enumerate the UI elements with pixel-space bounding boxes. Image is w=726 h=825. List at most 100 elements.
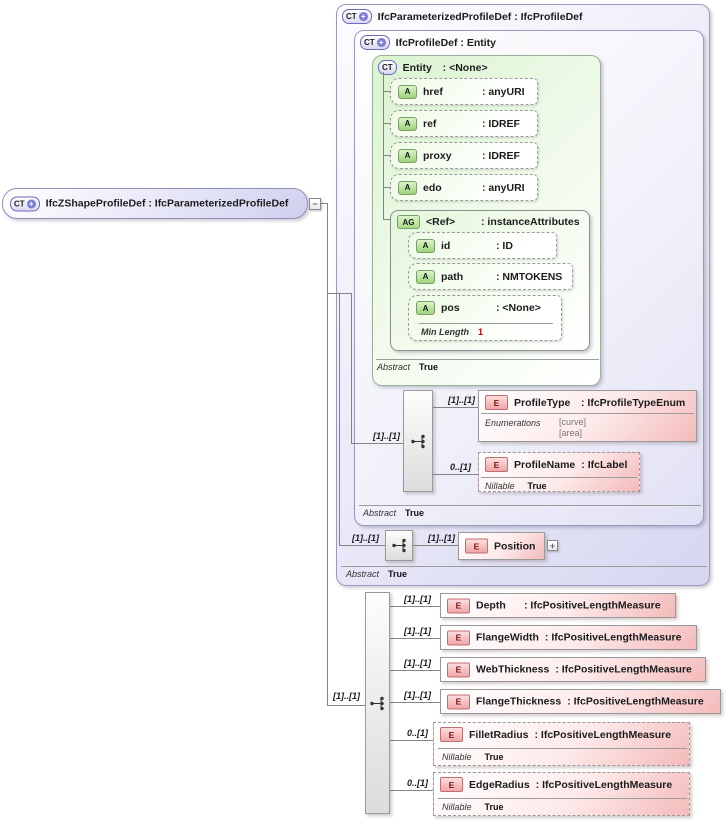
connector-line	[383, 219, 390, 220]
attribute-type: : IDREF	[482, 149, 520, 162]
box-header: CT Entity : <None>	[378, 60, 488, 75]
element-header: E EdgeRadius : IfcPositiveLengthMeasure	[440, 777, 672, 792]
connector-line	[321, 203, 328, 204]
abstract-facet: Abstract True	[346, 569, 408, 579]
element-header: E Depth : IfcPositiveLengthMeasure	[447, 598, 661, 613]
nillable-facet: Nillable True	[442, 752, 504, 762]
enumeration-values: [curve] [area]	[559, 417, 587, 438]
facet-separator	[359, 505, 701, 506]
box-header: CT+ IfcProfileDef : Entity	[360, 35, 496, 50]
element-header: E FlangeWidth : IfcPositiveLengthMeasure	[447, 630, 681, 645]
complex-type-plus-icon: CT+	[360, 35, 390, 50]
element-position[interactable]: E Position	[458, 532, 545, 560]
element-header: E ProfileType : IfcProfileTypeEnum	[485, 395, 685, 410]
connector-line	[390, 638, 440, 639]
element-profilename[interactable]: E ProfileName : IfcLabel Nillable True	[478, 452, 640, 492]
sequence-connector	[403, 390, 433, 492]
attribute-type: : IDREF	[482, 117, 520, 130]
multiplicity-label: [1]..[1]	[333, 691, 360, 701]
element-icon: E	[485, 457, 508, 472]
attribute-edo: A edo : anyURI	[390, 174, 538, 201]
attribute-icon: A	[416, 269, 435, 284]
box-header: CT+ IfcParameterizedProfileDef : IfcProf…	[342, 9, 582, 24]
element-icon: E	[447, 598, 470, 613]
multiplicity-label: 0..[1]	[407, 778, 429, 788]
attribute-group-icon: AG	[397, 215, 420, 229]
attribute-href: A href : anyURI	[390, 78, 538, 105]
element-flangethickness[interactable]: E FlangeThickness : IfcPositiveLengthMea…	[440, 689, 721, 714]
attribute-type: : anyURI	[482, 85, 525, 98]
connector-line	[390, 702, 440, 703]
attribute-icon: A	[398, 84, 417, 99]
element-type: : IfcPositiveLengthMeasure	[544, 631, 682, 644]
connector-line	[351, 443, 403, 444]
multiplicity-label: [1]..[1]	[352, 533, 379, 543]
connector-line	[327, 203, 328, 706]
connector-line	[413, 545, 458, 546]
ifczshapeprofiledef-box[interactable]: CT+ IfcZShapeProfileDef : IfcParameteriz…	[2, 188, 308, 219]
multiplicity-label: [1]..[1]	[448, 395, 475, 405]
connector-line	[433, 407, 478, 408]
sequence-connector	[365, 592, 390, 814]
facet-separator	[376, 359, 599, 360]
box-header: AG <Ref> : instanceAttributes	[397, 215, 580, 229]
element-icon: E	[440, 727, 463, 742]
collapse-toggle[interactable]: −	[309, 198, 321, 210]
element-icon: E	[440, 777, 463, 792]
box-header: CT+ IfcZShapeProfileDef : IfcParameteriz…	[10, 196, 288, 211]
complex-type-icon: CT	[378, 60, 397, 75]
box-title: IfcProfileDef : Entity	[395, 36, 497, 49]
connector-line	[327, 705, 365, 706]
multiplicity-label: [1]..[1]	[404, 690, 431, 700]
element-type: : IfcPositiveLengthMeasure	[534, 728, 672, 741]
complex-type-plus-icon: CT+	[10, 196, 40, 211]
element-type: : IfcPositiveLengthMeasure	[524, 599, 661, 612]
attribute-proxy: A proxy : IDREF	[390, 142, 538, 169]
multiplicity-label: [1]..[1]	[428, 533, 455, 543]
element-filletradius[interactable]: E FilletRadius : IfcPositiveLengthMeasur…	[433, 722, 690, 766]
element-flangewidth[interactable]: E FlangeWidth : IfcPositiveLengthMeasure	[440, 625, 697, 650]
sequence-icon	[410, 434, 425, 448]
enumerations-facet: Enumerations	[485, 418, 541, 428]
attribute-icon: A	[398, 116, 417, 131]
connector-line	[383, 155, 390, 156]
sequence-icon	[391, 538, 406, 553]
multiplicity-label: [1]..[1]	[404, 658, 431, 668]
box-title: IfcZShapeProfileDef : IfcParameterizedPr…	[45, 197, 289, 210]
attribute-type: : ID	[496, 239, 513, 252]
element-header: E FilletRadius : IfcPositiveLengthMeasur…	[440, 727, 671, 742]
attribute-type: : <None>	[496, 302, 541, 314]
element-header: E WebThickness : IfcPositiveLengthMeasur…	[447, 662, 692, 677]
nillable-facet: Nillable True	[442, 802, 504, 812]
element-webthickness[interactable]: E WebThickness : IfcPositiveLengthMeasur…	[440, 657, 706, 682]
multiplicity-label: [1]..[1]	[373, 431, 400, 441]
element-profiletype[interactable]: E ProfileType : IfcProfileTypeEnum Enume…	[478, 390, 697, 442]
connector-line	[433, 474, 478, 475]
facet-separator	[481, 477, 637, 478]
attribute-type: : NMTOKENS	[496, 270, 563, 283]
expand-toggle[interactable]: +	[547, 540, 558, 551]
attribute-icon: A	[416, 238, 435, 253]
nillable-facet: Nillable True	[485, 481, 547, 491]
connector-line	[390, 790, 433, 791]
connector-line	[383, 91, 390, 92]
sequence-icon	[370, 696, 384, 710]
element-icon: E	[465, 538, 488, 554]
connector-line	[351, 293, 352, 444]
element-depth[interactable]: E Depth : IfcPositiveLengthMeasure	[440, 593, 676, 618]
element-edgeradius[interactable]: E EdgeRadius : IfcPositiveLengthMeasure …	[433, 772, 690, 816]
facet-separator	[419, 323, 553, 324]
element-icon: E	[447, 662, 470, 677]
connector-line	[390, 740, 433, 741]
element-icon: E	[447, 694, 470, 709]
element-header: E ProfileName : IfcLabel	[485, 457, 627, 472]
connector-line	[390, 606, 440, 607]
attribute-header: A pos : <None>	[409, 296, 561, 315]
abstract-facet: Abstract True	[377, 362, 439, 372]
attribute-icon: A	[416, 301, 435, 315]
element-header: E FlangeThickness : IfcPositiveLengthMea…	[447, 694, 704, 709]
attribute-type: : anyURI	[482, 181, 525, 194]
multiplicity-label: [1]..[1]	[404, 626, 431, 636]
connector-line	[390, 670, 440, 671]
